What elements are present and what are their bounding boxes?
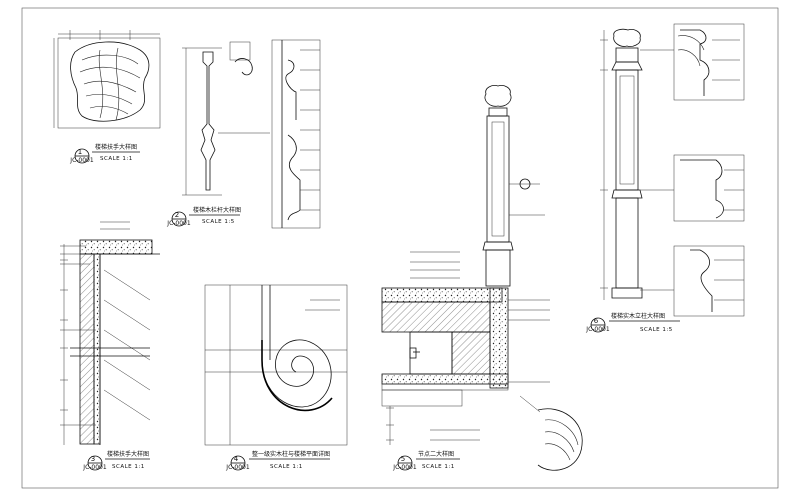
drawing-title: 楼梯扶手大样图: [95, 143, 137, 151]
svg-text:JC-0001: JC-0001: [82, 464, 107, 471]
svg-text:2: 2: [175, 211, 179, 219]
drawing-title: 整一级实木柱与楼梯平面详图: [252, 450, 330, 458]
drawing-scale: SCALE 1:1: [270, 464, 303, 470]
handrail-detail: 1 JC-0001 楼梯扶手大样图 SCALE 1:1: [53, 30, 161, 164]
volute-plan-detail: 4 JC-0001 整一级实木柱与楼梯平面详图 SCALE 1:1: [204, 284, 348, 471]
drawing-scale: SCALE 1:5: [640, 327, 673, 333]
drawing-scale: SCALE 1:1: [100, 156, 133, 162]
node-section-detail: 5 JC-0001 节点二大样图 SCALE 1:1: [381, 85, 583, 471]
drawing-title: 节点二大样图: [418, 450, 454, 458]
svg-text:JC-0001: JC-0001: [585, 326, 610, 333]
sheet-border: [21, 7, 779, 489]
svg-text:JC-0001: JC-0001: [225, 464, 250, 471]
newel-column-detail: 6 JC-0001 楼梯实木立柱大样图 SCALE 1:5: [585, 23, 745, 333]
drawing-title: 楼梯扶手大样图: [107, 450, 149, 458]
svg-text:3: 3: [91, 455, 95, 463]
drawing-title: 楼梯实木立柱大样图: [611, 312, 665, 320]
svg-text:1: 1: [78, 148, 82, 156]
svg-text:JC-0001: JC-0001: [392, 464, 417, 471]
svg-text:4: 4: [234, 455, 239, 463]
drawing-scale: SCALE 1:5: [202, 219, 235, 225]
baluster-detail: 2 JC-0001 楼梯木栏杆大样图 SCALE 1:5: [166, 39, 321, 229]
svg-text:JC-0001: JC-0001: [166, 220, 191, 227]
drawing-title: 楼梯木栏杆大样图: [193, 206, 241, 214]
stair-section-detail: 3 JC-0001 楼梯扶手大样图 SCALE 1:1: [60, 221, 160, 471]
svg-text:JC-0001: JC-0001: [69, 157, 94, 164]
drawing-scale: SCALE 1:1: [112, 464, 145, 470]
drawing-scale: SCALE 1:1: [422, 464, 455, 470]
svg-text:5: 5: [401, 455, 405, 463]
svg-text:6: 6: [594, 317, 599, 325]
